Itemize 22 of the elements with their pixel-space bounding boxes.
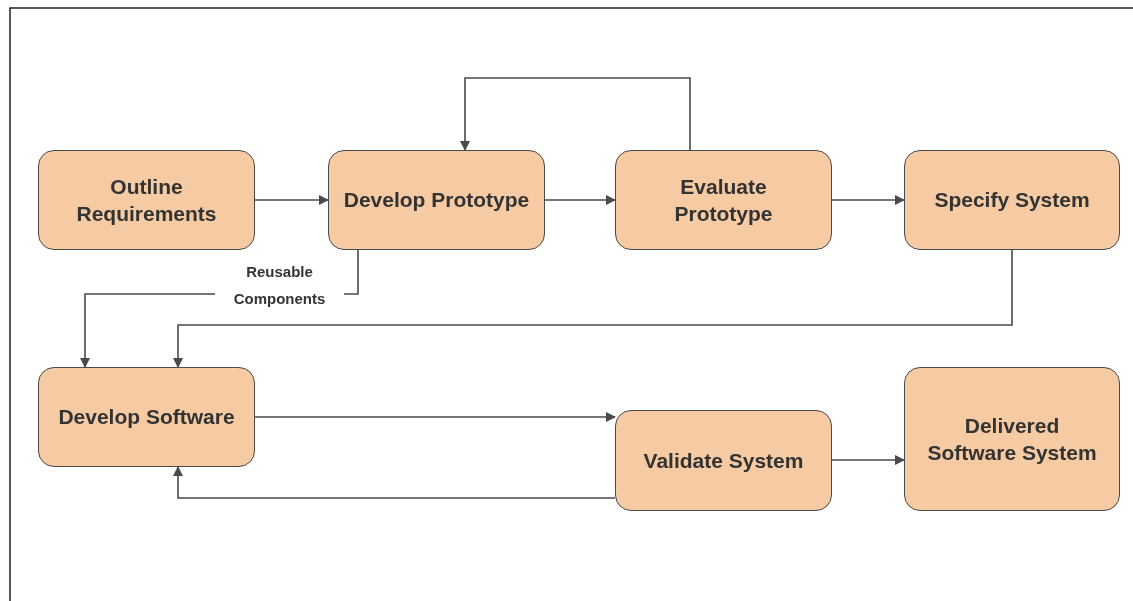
process-box (328, 150, 545, 250)
box-label: Develop Software (57, 404, 236, 431)
arrow (831, 195, 905, 205)
arrow (544, 195, 616, 205)
box-label: Develop Prototype (342, 187, 531, 214)
process-box (38, 150, 255, 250)
box-label: Delivered Software System (926, 412, 1098, 466)
process-box (904, 367, 1120, 511)
arrow (460, 77, 691, 151)
arrow (173, 249, 1013, 368)
process-box (615, 410, 832, 511)
box-label: Evaluate Prototype (673, 173, 774, 227)
arrow (831, 455, 905, 465)
box-label: Specify System (933, 187, 1091, 214)
arrow (254, 412, 616, 422)
arrow (254, 195, 329, 205)
box-label: Outline Requirements (75, 173, 218, 227)
process-box (904, 150, 1120, 250)
process-box (615, 150, 832, 250)
process-box (38, 367, 255, 467)
arrow (173, 466, 616, 499)
box-label: Validate System (642, 447, 805, 474)
